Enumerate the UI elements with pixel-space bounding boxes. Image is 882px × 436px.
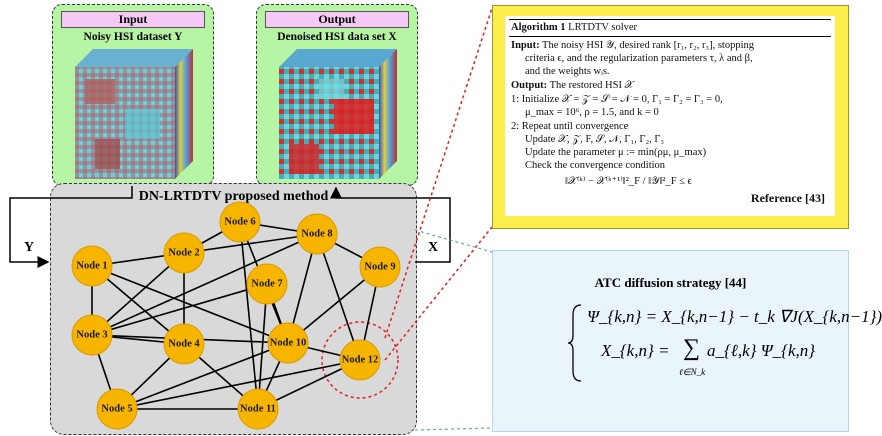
node-label: Node 1 — [76, 260, 107, 271]
graph-edge — [91, 233, 318, 336]
input-title: Noisy HSI dataset Y — [83, 31, 183, 43]
graph-node-11: Node 11 — [237, 388, 279, 430]
algorithm-step: μ_max = 10⁶, ρ = 1.5, and k = 0 — [525, 107, 659, 118]
red-connector-bottom — [384, 226, 493, 361]
node-label: Node 5 — [101, 403, 132, 414]
method-to-output-arrow — [330, 186, 451, 263]
input-text-line: criteria ϵ, and the regularization param… — [525, 53, 753, 64]
output-label: Output: — [511, 80, 548, 91]
node-label: Node 4 — [168, 338, 200, 349]
node-label: Node 10 — [270, 337, 306, 348]
blue-connector-top — [414, 229, 493, 253]
node-label: Node 3 — [76, 329, 107, 340]
diagram-overlay: Node 1 Node 2 Node 3 Node 4 Node 5 Node 6 Node… — [9, 7, 493, 431]
graph-node-8: Node 8 — [296, 213, 338, 255]
node-label: Node 12 — [342, 354, 378, 365]
graph-edge — [116, 342, 289, 410]
graph-node-12: Node 12 — [339, 339, 381, 381]
method-title: DN-LRTDTV proposed method — [138, 189, 329, 204]
noisy-hsi-cube-image — [75, 49, 193, 179]
graph-nodes: Node 1 Node 2 Node 3 Node 4 Node 5 Node 6 Node… — [71, 201, 401, 430]
x-label: X — [428, 240, 439, 255]
graph-node-7: Node 7 — [246, 263, 288, 305]
atc-equation-1: Ψ_{k,n} = X_{k,n−1} − t_k ∇J(X_{k,n−1}) — [587, 307, 882, 326]
summation-index: ℓ∈N_k — [679, 367, 706, 377]
node-circle — [96, 388, 138, 430]
node-circle — [71, 314, 113, 356]
graph-edge — [183, 233, 318, 254]
input-label: Input: — [511, 40, 540, 51]
graph-edge — [91, 252, 185, 336]
output-panel: Output Denoised HSI data set X — [256, 4, 418, 186]
input-text-line: The noisy HSI 𝒴, desired rank [r₁, r₂, r… — [542, 40, 755, 51]
blue-connector-bottom — [414, 427, 493, 431]
algorithm-title: LRTDTV solver — [568, 22, 638, 33]
node-label: Node 9 — [364, 261, 395, 272]
node-circle — [359, 246, 401, 288]
y-label: Y — [24, 240, 35, 255]
graph-edge — [116, 359, 361, 410]
atc-title: ATC diffusion strategy [44] — [594, 275, 747, 290]
node-circle — [163, 323, 205, 365]
algorithm-number: Algorithm 1 — [511, 22, 566, 33]
graph-node-5: Node 5 — [96, 388, 138, 430]
graph-edge — [239, 221, 259, 410]
graph-node-10: Node 10 — [267, 322, 309, 364]
atc-equation-2-rhs: a_{ℓ,k} Ψ_{k,n} — [707, 341, 816, 360]
algorithm-reference: Reference [43] — [750, 191, 825, 205]
algorithm-box: Algorithm 1 LRTDTV solver Input: The noi… — [505, 16, 835, 216]
graph-node-1: Node 1 — [71, 245, 113, 287]
graph-edges — [91, 221, 381, 410]
node-label: Node 7 — [251, 278, 282, 289]
input-panel: Input Noisy HSI dataset Y — [52, 4, 214, 186]
node-circle — [163, 232, 205, 274]
node-circle — [219, 201, 261, 243]
output-title: Denoised HSI data set X — [277, 31, 397, 43]
summation-symbol: ∑ — [683, 335, 701, 361]
graph-node-3: Node 3 — [71, 314, 113, 356]
output-text: The restored HSI 𝒳 — [549, 80, 634, 91]
graph-edge — [91, 265, 289, 344]
node-circle — [71, 245, 113, 287]
atc-equation-2-lhs: X_{k,n} = — [601, 341, 670, 360]
graph-edge — [91, 283, 268, 336]
highlight-circle — [321, 321, 399, 399]
node-circle — [339, 339, 381, 381]
graph-edge — [316, 233, 361, 361]
graph-node-4: Node 4 — [163, 323, 205, 365]
node-label: Node 2 — [168, 247, 199, 258]
algorithm-panel: Algorithm 1 LRTDTV solver Input: The noi… — [492, 5, 849, 229]
algorithm-step: 1: Initialize 𝒳 = 𝒵 = 𝒮 = 𝒩 = 0, Γ₁ = Γ₂… — [511, 94, 723, 105]
red-connector-top — [384, 7, 493, 339]
node-circle — [267, 322, 309, 364]
algorithm-step: 2: Repeat until convergence — [511, 121, 629, 132]
graph-edge — [257, 283, 268, 410]
node-label: Node 11 — [240, 403, 276, 414]
convergence-formula: ‖𝒳⁽ᵏ⁾ − 𝒳⁽ᵏ⁺¹⁾‖²_F / ‖𝒴‖²_F ≤ ϵ — [565, 176, 692, 187]
atc-panel: ATC diffusion strategy [44] Ψ_{k,n} = X_… — [492, 250, 882, 432]
node-circle — [246, 263, 288, 305]
node-label: Node 8 — [301, 228, 332, 239]
output-header: Output — [265, 11, 409, 28]
algorithm-step: Update the parameter μ := min(ρμ, μ_max) — [525, 147, 707, 158]
algorithm-step: Update 𝒳, 𝒵, F, 𝒮, 𝒩, Γ₁, Γ₂, Γ₃ — [525, 134, 665, 145]
input-header: Input — [61, 11, 205, 28]
node-circle — [237, 388, 279, 430]
left-brace — [567, 304, 582, 382]
node-circle — [296, 213, 338, 255]
algorithm-step: Check the convergence condition — [525, 160, 666, 171]
input-to-method-arrow — [9, 186, 133, 268]
node-label: Node 6 — [224, 216, 255, 227]
graph-node-9: Node 9 — [359, 246, 401, 288]
graph-node-2: Node 2 — [163, 232, 205, 274]
input-text-line: and the weights wᵢs. — [525, 66, 610, 77]
denoised-hsi-cube-image — [279, 49, 397, 179]
graph-node-6: Node 6 — [219, 201, 261, 243]
